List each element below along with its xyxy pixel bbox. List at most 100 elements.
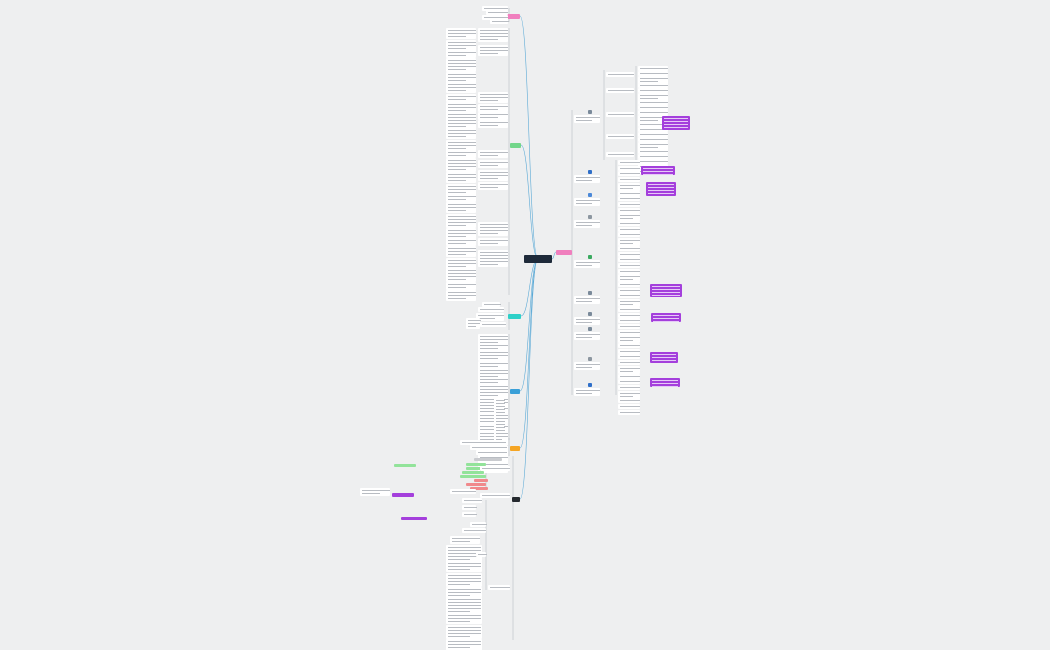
text-node[interactable] [482,6,508,11]
red-node[interactable] [470,487,488,490]
text-node[interactable] [462,528,487,533]
text-node[interactable] [478,350,508,361]
text-node[interactable] [478,431,508,442]
text-node[interactable] [638,76,668,84]
text-node[interactable] [494,398,506,442]
text-node[interactable] [618,360,641,366]
text-node[interactable] [618,348,641,354]
text-node[interactable] [574,317,600,325]
text-node[interactable] [618,384,641,390]
text-node[interactable] [478,45,508,56]
text-node[interactable] [574,115,600,123]
text-node[interactable] [446,82,476,93]
branch-node-pink-right[interactable] [556,250,572,255]
note-node[interactable] [650,378,680,387]
text-node[interactable] [638,142,668,150]
text-node[interactable] [618,171,641,177]
text-node[interactable] [480,322,506,327]
text-node[interactable] [446,639,482,650]
text-node[interactable] [470,445,508,450]
text-node[interactable] [638,159,668,164]
text-node[interactable] [618,343,641,348]
text-node[interactable] [446,613,482,624]
text-node[interactable] [618,312,641,318]
text-node[interactable] [446,112,476,129]
text-node[interactable] [446,28,476,39]
text-node[interactable] [446,128,476,139]
text-node[interactable] [478,92,508,103]
text-node[interactable] [618,287,641,293]
text-node[interactable] [476,450,508,455]
text-node[interactable] [618,318,641,324]
text-node[interactable] [446,194,476,202]
text-node[interactable] [618,177,641,183]
text-node[interactable] [446,58,476,72]
text-node[interactable] [618,306,641,312]
text-node[interactable] [618,293,641,299]
text-node[interactable] [478,424,508,432]
note-node[interactable] [646,182,676,196]
text-node[interactable] [618,379,641,385]
text-node[interactable] [478,104,508,112]
text-node[interactable] [478,112,508,120]
text-node[interactable] [446,94,476,102]
text-node[interactable] [638,93,668,101]
text-node[interactable] [446,573,482,587]
text-node[interactable] [446,587,482,598]
text-node[interactable] [446,246,476,257]
text-node[interactable] [618,323,641,329]
green-node[interactable] [466,463,486,466]
text-node[interactable] [360,488,390,496]
text-node[interactable] [478,361,508,369]
root-node[interactable] [524,255,552,263]
text-node[interactable] [446,102,476,113]
text-node[interactable] [638,110,668,115]
text-node[interactable] [478,307,504,312]
text-node[interactable] [618,373,641,379]
text-node[interactable] [618,398,641,404]
text-node[interactable] [446,282,476,290]
text-node[interactable] [450,489,476,494]
text-node[interactable] [574,175,600,183]
text-node[interactable] [478,368,508,379]
note-node[interactable] [650,284,682,297]
text-node[interactable] [470,522,487,527]
text-node[interactable] [606,72,634,77]
text-node[interactable] [606,88,634,93]
text-node[interactable] [446,172,476,183]
branch-node-teal[interactable] [508,314,521,319]
text-node[interactable] [460,440,508,445]
text-node[interactable] [478,238,508,246]
text-node[interactable] [606,152,634,157]
text-node[interactable] [476,313,504,321]
text-node[interactable] [478,160,508,168]
note-node[interactable] [392,493,414,497]
text-node[interactable] [574,220,600,228]
text-node[interactable] [480,493,510,498]
branch-node-pink-top[interactable] [507,14,520,19]
text-node[interactable] [618,245,641,251]
text-node[interactable] [478,413,508,424]
text-node[interactable] [478,182,508,190]
text-node[interactable] [480,466,510,471]
text-node[interactable] [462,512,477,517]
green-node[interactable] [466,467,484,470]
text-node[interactable] [482,302,501,307]
text-node[interactable] [618,257,641,263]
text-node[interactable] [638,122,668,127]
text-node[interactable] [618,201,641,207]
green-node[interactable] [460,475,486,478]
text-node[interactable] [618,409,641,415]
text-node[interactable] [618,213,641,222]
text-node[interactable] [478,170,508,181]
text-node[interactable] [478,406,508,414]
text-node[interactable] [446,228,476,239]
note-node[interactable] [401,517,427,520]
gray-node[interactable] [474,458,502,461]
text-node[interactable] [478,120,508,128]
text-node[interactable] [466,318,481,329]
green-node[interactable] [394,464,416,467]
branch-node-orange[interactable] [510,446,520,451]
text-node[interactable] [638,71,668,76]
text-node[interactable] [618,196,641,202]
